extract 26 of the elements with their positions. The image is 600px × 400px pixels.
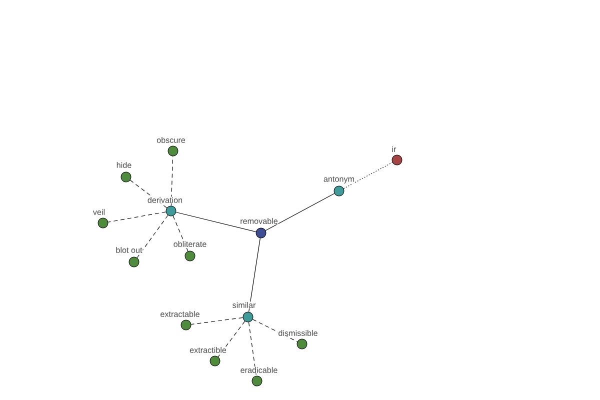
connector [265, 193, 335, 231]
connector [108, 212, 166, 222]
node-label: eradicable [240, 367, 278, 373]
node-label: derivation [148, 197, 182, 203]
connector [248, 238, 260, 312]
node-label: antonym [324, 176, 354, 184]
node-label: blot out [116, 247, 142, 253]
node-label: hide [116, 162, 132, 168]
connector [218, 320, 246, 358]
connector [190, 317, 244, 325]
node-label: removable [240, 218, 278, 224]
connector [176, 212, 256, 232]
node-label: veil [92, 209, 105, 215]
connector [248, 322, 257, 376]
node-label: obscure [156, 137, 186, 143]
connector [136, 214, 168, 258]
node-label: dismissible [278, 330, 318, 336]
connector [170, 156, 174, 206]
node-label: similar [232, 302, 256, 308]
connector [172, 216, 188, 252]
node-label: ir [392, 146, 396, 152]
node-label: extractible [190, 347, 226, 353]
connector [343, 162, 393, 189]
connector [252, 319, 298, 342]
node-label: obliterate [174, 241, 206, 247]
node-label: extractable [160, 311, 200, 317]
